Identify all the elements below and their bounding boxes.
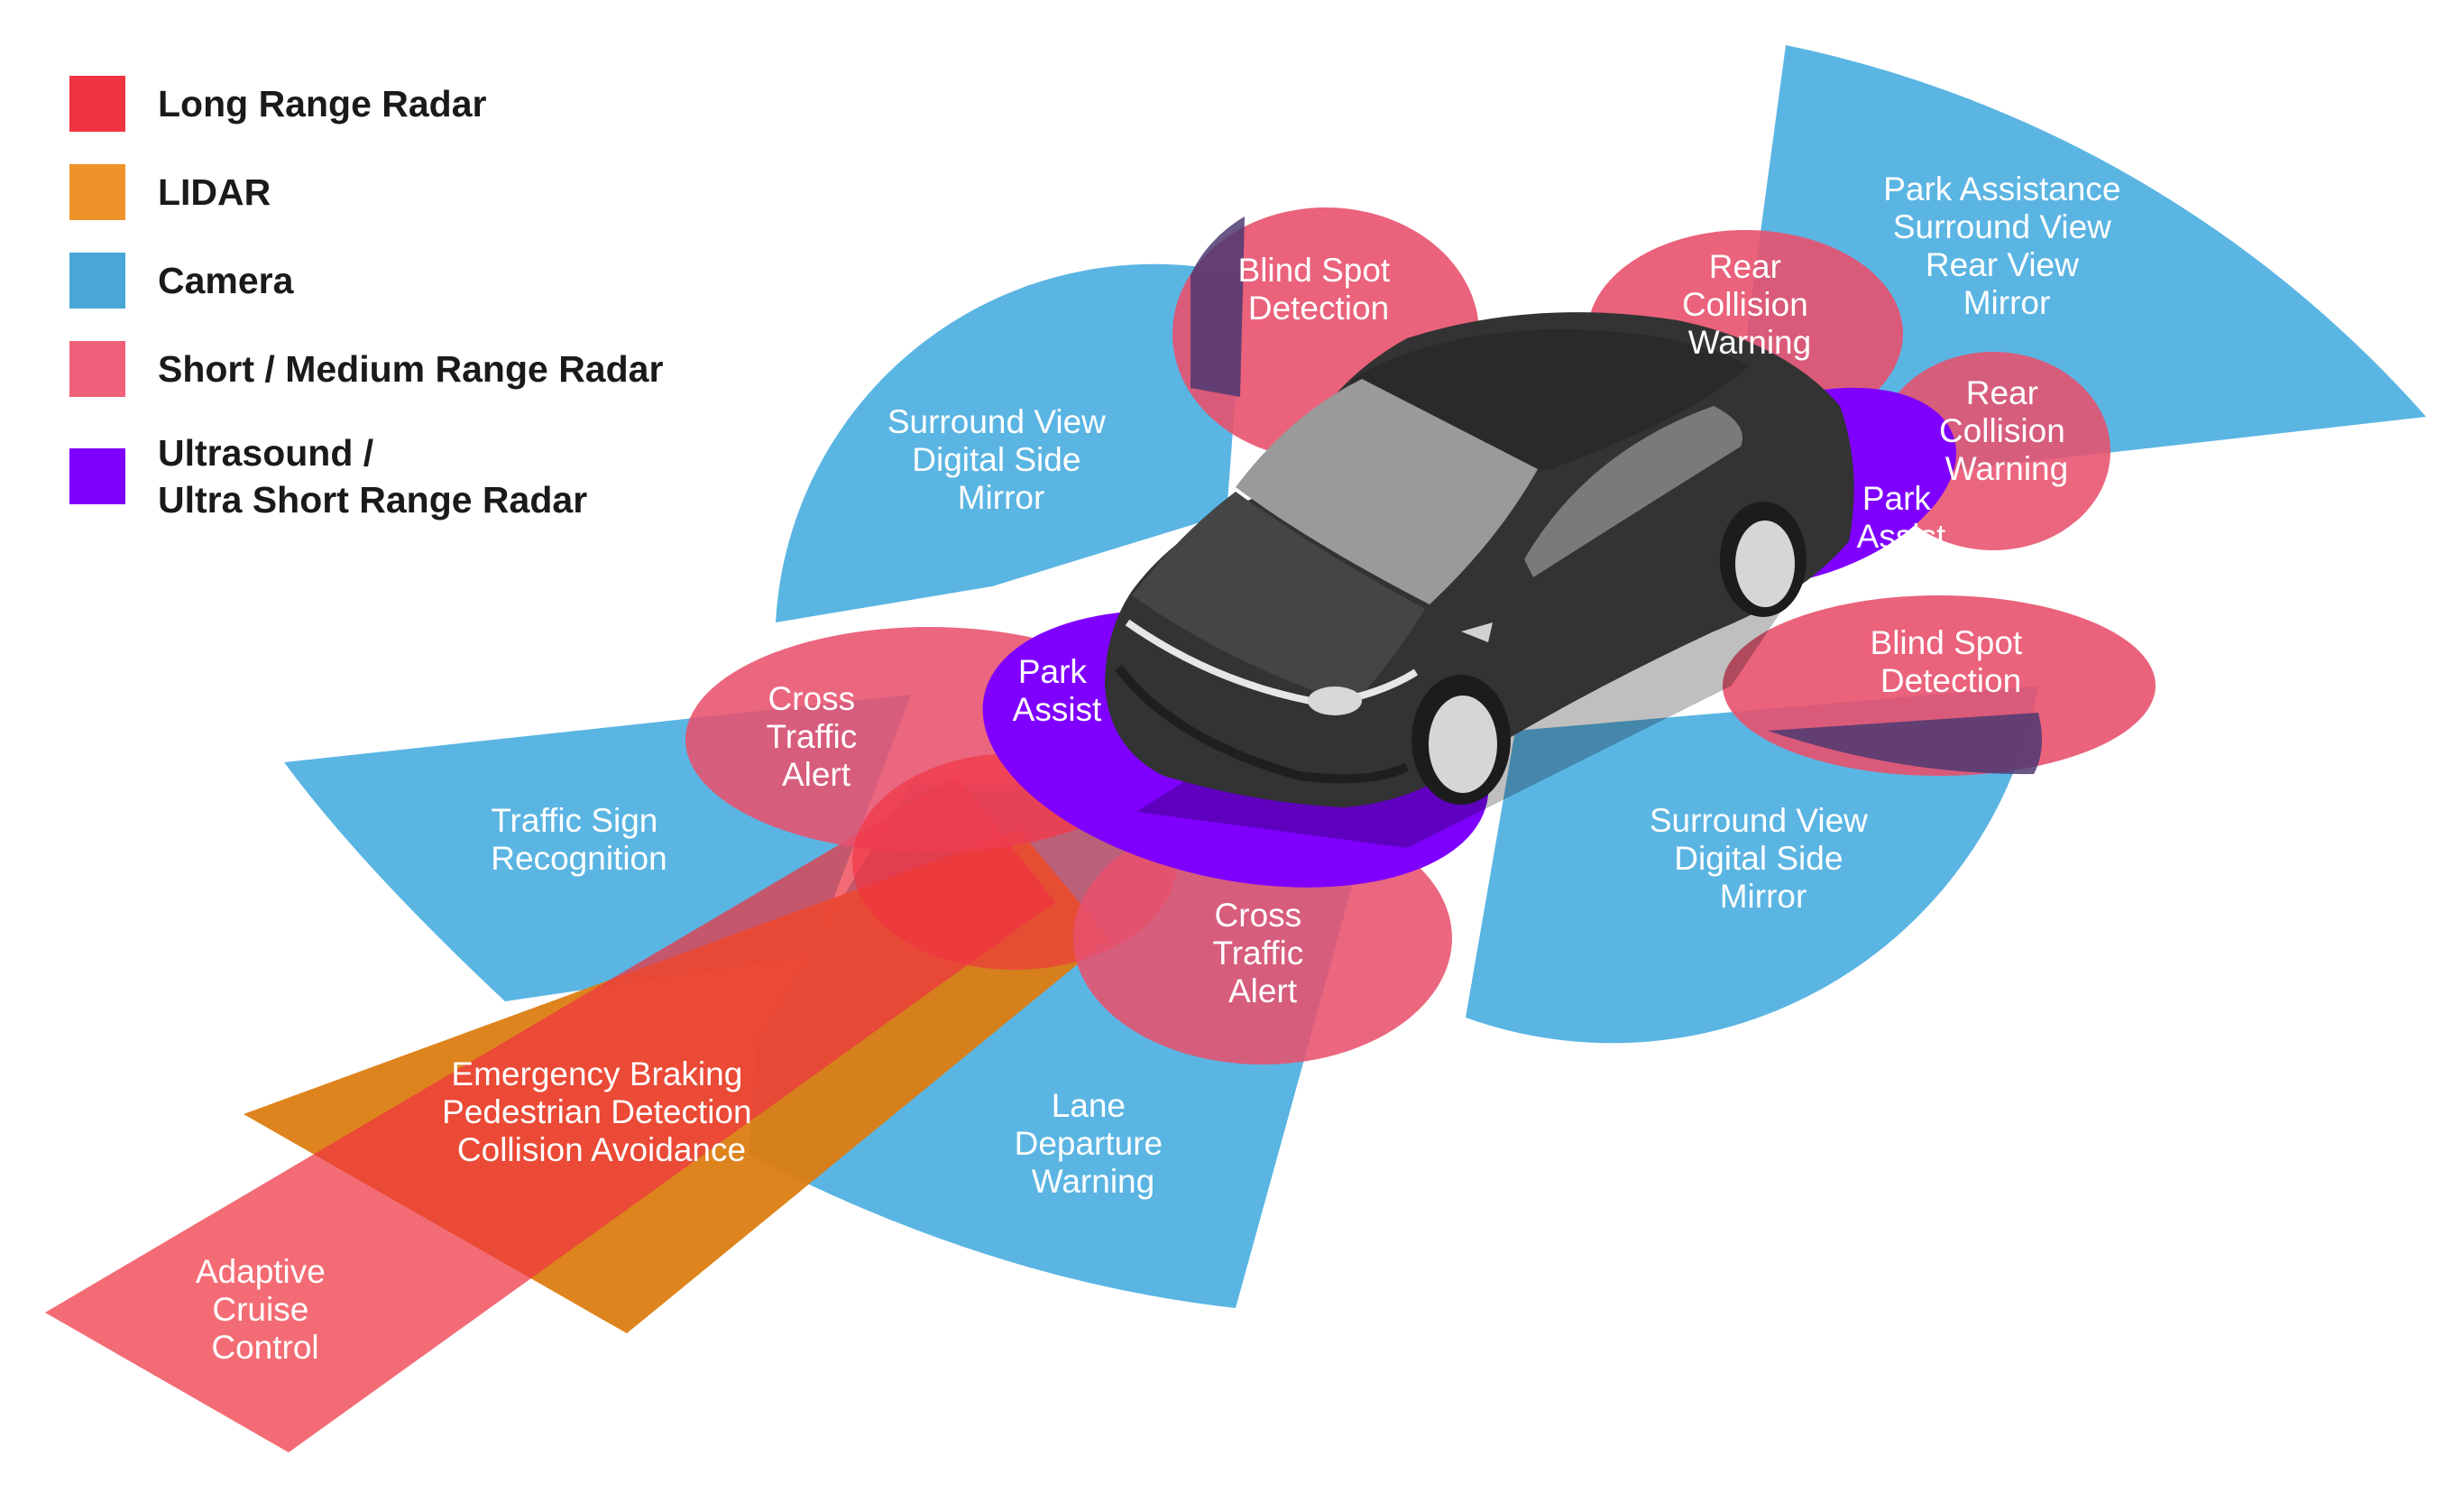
legend-swatch-ultrasound bbox=[69, 448, 125, 504]
legend-swatch-short-medium-radar bbox=[69, 341, 125, 397]
legend-item-ultrasound: Ultrasound / Ultra Short Range Radar bbox=[69, 429, 587, 523]
legend-label-line2: Ultra Short Range Radar bbox=[158, 479, 588, 521]
camera-zone-surround-left bbox=[776, 263, 1245, 622]
label-cross-traffic-left: Cross Traffic Alert bbox=[766, 680, 866, 793]
legend-label: Camera bbox=[158, 260, 294, 301]
label-traffic-sign: Traffic Sign Recognition bbox=[491, 802, 667, 877]
label-surround-left: Surround View Digital Side Mirror bbox=[887, 403, 1115, 516]
car-side-window bbox=[1524, 406, 1742, 577]
legend-swatch-camera bbox=[69, 253, 125, 309]
legend-label: Ultrasound / Ultra Short Range Radar bbox=[158, 429, 587, 523]
legend-label: LIDAR bbox=[158, 171, 271, 213]
car-headlight-strip bbox=[1125, 619, 1419, 708]
car-bumper bbox=[1115, 664, 1410, 784]
legend-item-lidar: LIDAR bbox=[69, 164, 271, 220]
legend-swatch-lidar bbox=[69, 164, 125, 220]
label-blind-spot-right: Blind Spot Detection bbox=[1871, 624, 2032, 699]
label-lane-departure: Lane Departure Warning bbox=[1015, 1087, 1172, 1200]
car-headlight bbox=[1308, 687, 1362, 715]
radar-blind-spot-right-overlap bbox=[1768, 713, 2042, 775]
label-park-assist-front: Park Assist bbox=[1013, 653, 1102, 728]
label-cross-traffic-right: Cross Traffic Alert bbox=[1212, 897, 1312, 1009]
legend-label-line1: Ultrasound / bbox=[158, 432, 374, 474]
label-rear-collision-top: Rear Collision Warning bbox=[1682, 248, 1817, 361]
label-blind-spot-left: Blind Spot Detection bbox=[1238, 252, 1400, 327]
legend-swatch-long-range-radar bbox=[69, 76, 125, 132]
legend-item-long-range-radar: Long Range Radar bbox=[69, 76, 486, 132]
car bbox=[1105, 312, 1854, 848]
label-park-assist-rear: Park Assist bbox=[1857, 480, 1946, 555]
label-surround-right: Surround View Digital Side Mirror bbox=[1650, 802, 1877, 915]
legend-label: Short / Medium Range Radar bbox=[158, 348, 664, 390]
label-rear-collision-right: Rear Collision Warning bbox=[1939, 374, 2074, 487]
camera-zone-park-assistance bbox=[1741, 45, 2426, 487]
car-windshield bbox=[1236, 379, 1538, 604]
car-rear-rim bbox=[1735, 521, 1795, 607]
label-park-assistance: Park Assistance Surround View Rear View … bbox=[1883, 170, 2130, 321]
car-front-rim bbox=[1429, 696, 1497, 793]
legend-item-short-medium-radar: Short / Medium Range Radar bbox=[69, 341, 663, 397]
car-hood bbox=[1132, 492, 1425, 704]
legend-label: Long Range Radar bbox=[158, 83, 487, 124]
camera-zone-surround-right bbox=[1466, 686, 2038, 1044]
legend-item-camera: Camera bbox=[69, 253, 293, 309]
long-range-radar-beam bbox=[45, 776, 1055, 1452]
label-adaptive-cruise: Adaptive Cruise Control bbox=[196, 1253, 335, 1366]
radar-blind-spot-left-overlap bbox=[1191, 217, 1245, 397]
label-emergency-braking: Emergency Braking Pedestrian Detection C… bbox=[442, 1055, 761, 1168]
car-mirror bbox=[1461, 622, 1493, 642]
